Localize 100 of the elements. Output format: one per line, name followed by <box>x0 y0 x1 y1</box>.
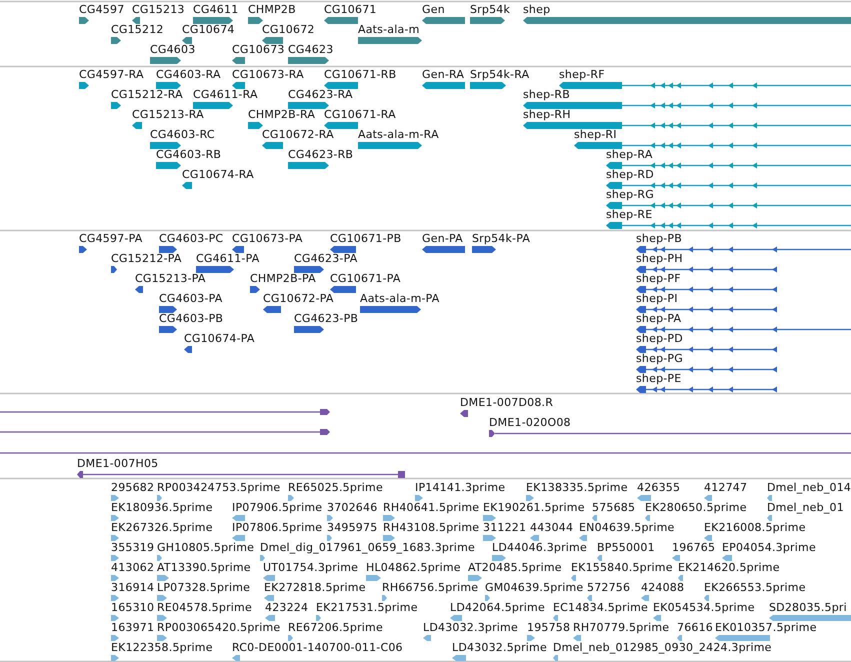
feature-label: shep-RI <box>574 128 617 141</box>
feature-label: EK180936.5prime <box>111 501 213 514</box>
feature-label: CG10672 <box>262 23 315 36</box>
feature-label: LD43032.3prime <box>423 621 518 634</box>
feature-label: Srp54k <box>470 3 510 16</box>
feature-label: shep-RH <box>523 108 571 121</box>
feature-label: CG10671-PB <box>330 232 402 245</box>
feature-label: EK138335.5prime <box>526 481 628 494</box>
feature-label: shep-RE <box>606 208 652 221</box>
feature-label: shep-PH <box>636 252 683 265</box>
feature-label: Gen-RA <box>422 68 464 81</box>
feature-label: IP07906.5prime <box>232 501 322 514</box>
feature-label: CG4623-RA <box>288 88 353 101</box>
feature-label: DME1-007D08.R <box>460 396 554 409</box>
feature-label: CG4611-RA <box>193 88 258 101</box>
feature-label: CG10673-PA <box>232 232 303 245</box>
feature-label: RH66756.5prime <box>382 581 478 594</box>
feature-label: CG10671-PA <box>330 272 401 285</box>
feature-label: GM04639.5prime <box>485 581 584 594</box>
feature-label: shep-PG <box>636 352 683 365</box>
feature-label: 443044 <box>530 521 574 534</box>
feature-label: RP003424753.5prime <box>157 481 280 494</box>
feature-label: CG10674-PA <box>184 332 255 345</box>
feature-label: CG15213 <box>132 3 185 16</box>
feature-label: Dmel_dig_017961_0659_1683.3prime <box>260 541 475 554</box>
feature-label: shep-PF <box>636 272 681 285</box>
feature-label: CG4603-RB <box>156 148 222 161</box>
feature-label: LP07328.5prime <box>157 581 250 594</box>
feature-label: shep-PE <box>636 372 682 385</box>
feature-label: RH70779.5prime <box>573 621 670 634</box>
feature-label: CG10673-RA <box>232 68 304 81</box>
feature-label: 426355 <box>637 481 680 494</box>
feature-label: RP003065420.5prime <box>157 621 280 634</box>
feature-label: 572756 <box>587 581 630 594</box>
feature-label: CG4597-RA <box>79 68 144 81</box>
feature-label: LD44046.3prime <box>492 541 587 554</box>
feature-label: CG10671-RA <box>324 108 396 121</box>
feature-label: EC14834.5prime <box>553 601 648 614</box>
feature-label: CG10672-RA <box>262 128 334 141</box>
feature-label: EK267326.5prime <box>111 521 213 534</box>
feature-label: CG10671-RB <box>324 68 396 81</box>
feature-label: CG10674 <box>182 23 235 36</box>
feature-label: CG4623-RB <box>288 148 354 161</box>
feature-label: EK122358.5prime <box>111 641 213 654</box>
feature-label: AT20485.5prime <box>468 561 562 574</box>
feature-label: CHMP2B-PA <box>250 272 316 285</box>
feature-label: EN04639.5prime <box>579 521 675 534</box>
feature-label: Aats-ala-m-RA <box>358 128 439 141</box>
feature-label: 295682 <box>111 481 154 494</box>
feature-label: CG4611 <box>193 3 238 16</box>
feature-label: IP07806.5prime <box>232 521 322 534</box>
feature-label: EK214620.5prime <box>678 561 780 574</box>
feature-label: CG15212-PA <box>111 252 182 265</box>
feature-label: EK190261.5prime <box>483 501 585 514</box>
feature-label: Gen <box>422 3 445 16</box>
feature-label: shep-RA <box>606 148 653 161</box>
feature-label: Dmel_neb_01 <box>767 501 844 514</box>
feature-label: Dmel_neb_014 <box>767 481 851 494</box>
feature-label: RE65025.5prime <box>288 481 383 494</box>
feature-label: shep-RB <box>523 88 570 101</box>
feature-label: 165310 <box>111 601 154 614</box>
feature-label: LD42064.5prime <box>450 601 545 614</box>
feature-label: Aats-ala-m-PA <box>360 292 440 305</box>
feature-label: CG10672-PA <box>263 292 334 305</box>
feature-label: 196765 <box>672 541 716 554</box>
feature-label: 163971 <box>111 621 154 634</box>
feature-label: CG15213-RA <box>132 108 204 121</box>
feature-label: EK155840.5prime <box>571 561 673 574</box>
feature-label: 311221 <box>483 521 526 534</box>
feature-label: CG15212 <box>111 23 164 36</box>
feature-label: CG4623-PA <box>294 252 358 265</box>
feature-label: 412747 <box>704 481 748 494</box>
feature-label: CG15213-PA <box>135 272 206 285</box>
feature-label: HL04862.5prime <box>366 561 461 574</box>
feature-label: CG4603 <box>150 43 196 56</box>
feature-label: 316914 <box>111 581 154 594</box>
feature-label: 76616 <box>677 621 713 634</box>
feature-label: CHMP2B <box>248 3 296 16</box>
feature-label: Aats-ala-m <box>358 23 420 36</box>
feature-label: LD43032.5prime <box>452 641 547 654</box>
feature-label: 413062 <box>111 561 154 574</box>
feature-label: shep-RD <box>606 168 654 181</box>
feature-label: CG4603-PC <box>159 232 224 245</box>
feature-label: EK217531.5prime <box>316 601 418 614</box>
feature-label: shep-PI <box>636 292 678 305</box>
feature-label: CG4597 <box>79 3 124 16</box>
feature-label: CG4623 <box>288 43 334 56</box>
feature-label: CG4611-PA <box>196 252 260 265</box>
feature-label: Dmel_neb_012985_0930_2424.3prime <box>553 641 772 654</box>
feature-label: 424088 <box>641 581 684 594</box>
feature-label: SD28035.5pri <box>769 601 847 614</box>
feature-label: IP14141.3prime <box>415 481 506 494</box>
feature-label: CG4603-RC <box>150 128 215 141</box>
feature-label: BP550001 <box>597 541 655 554</box>
feature-label: RH40641.5prime <box>383 501 480 514</box>
feature-label: EP04054.3prime <box>722 541 816 554</box>
feature-label: RE04578.5prime <box>157 601 252 614</box>
feature-label: shep-PD <box>636 332 683 345</box>
feature-label: 3495975 <box>327 521 378 534</box>
feature-label: DME1-007H05 <box>77 457 158 470</box>
